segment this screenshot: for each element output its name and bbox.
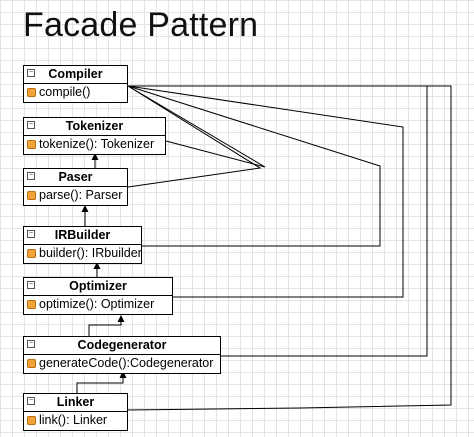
association-compiler-codegenerator	[128, 85, 428, 357]
public-method-icon	[27, 249, 36, 258]
class-name: Optimizer	[69, 279, 127, 293]
public-method-icon	[27, 416, 36, 425]
dependency-linker-codegenerator	[76, 371, 127, 393]
collapse-toggle-icon[interactable]: −	[27, 230, 35, 238]
class-method: link(): Linker	[39, 413, 108, 427]
public-method-icon	[27, 88, 36, 97]
association-compiler-linker	[127, 85, 452, 411]
association-compiler-paser	[127, 85, 262, 188]
class-method: compile()	[39, 85, 91, 99]
class-name: Compiler	[48, 67, 103, 81]
class-method: parse(): Parser	[39, 188, 123, 202]
collapse-toggle-icon[interactable]: −	[27, 121, 35, 129]
association-compiler-irbuilder	[127, 85, 381, 247]
class-name: IRBuilder	[54, 228, 111, 242]
class-name: Paser	[58, 170, 93, 184]
class-codegenerator[interactable]: − Codegenerator generateCode():Codegenera…	[23, 336, 221, 374]
class-compiler[interactable]: − Compiler compile()	[23, 65, 128, 103]
collapse-toggle-icon[interactable]: −	[27, 281, 35, 289]
association-compiler-optimizer	[127, 85, 404, 298]
class-paser[interactable]: − Paser parse(): Parser	[23, 168, 128, 206]
collapse-toggle-icon[interactable]: −	[27, 397, 35, 405]
collapse-toggle-icon[interactable]: −	[27, 172, 35, 180]
collapse-toggle-icon[interactable]: −	[27, 69, 35, 77]
collapse-toggle-icon[interactable]: −	[27, 340, 35, 348]
class-irbuilder[interactable]: − IRBuilder builder(): IRbuilder	[23, 226, 142, 264]
class-method: builder(): IRbuilder	[39, 246, 141, 260]
class-name: Linker	[56, 395, 95, 409]
class-name: Codegenerator	[77, 338, 167, 352]
class-name: Tokenizer	[65, 119, 124, 133]
class-tokenizer[interactable]: − Tokenizer tokenize(): Tokenizer	[23, 117, 166, 155]
class-method: optimize(): Optimizer	[39, 297, 155, 311]
public-method-icon	[27, 300, 36, 309]
public-method-icon	[27, 359, 36, 368]
class-method: generateCode():Codegenerator	[39, 356, 214, 370]
class-linker[interactable]: − Linker link(): Linker	[23, 393, 128, 431]
page-title: Facade Pattern	[23, 6, 259, 44]
public-method-icon	[27, 191, 36, 200]
association-compiler-tokenizer	[127, 85, 266, 168]
dependency-codegenerator-optimizer	[88, 315, 125, 336]
class-optimizer[interactable]: − Optimizer optimize(): Optimizer	[23, 277, 173, 315]
class-method: tokenize(): Tokenizer	[39, 137, 155, 151]
public-method-icon	[27, 140, 36, 149]
